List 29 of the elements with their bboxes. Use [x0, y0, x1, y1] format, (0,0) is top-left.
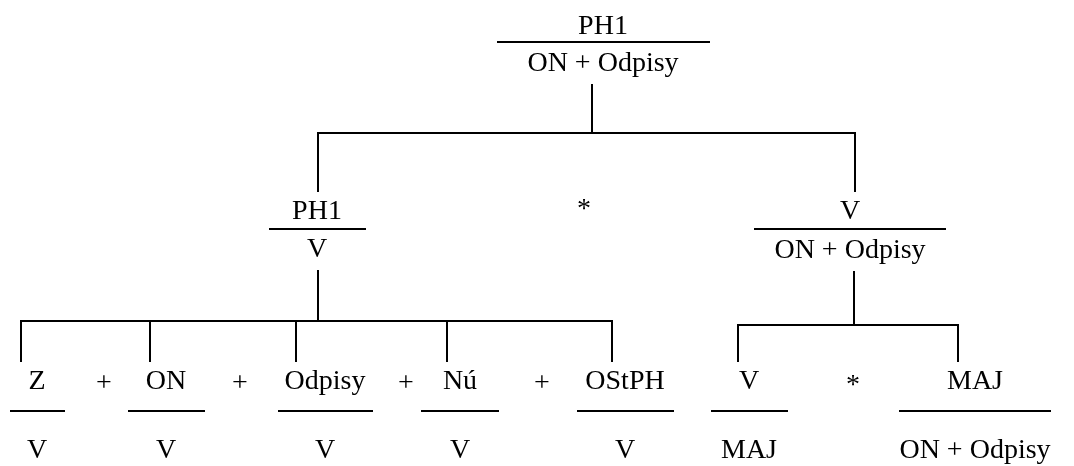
numerator-text: V	[738, 366, 760, 394]
operator-symbol: +	[232, 368, 248, 396]
denominator-text: V	[26, 435, 48, 463]
denominator-text: V	[449, 435, 471, 463]
denominator-text: ON + Odpisy	[899, 435, 1051, 463]
numerator-text: Z	[28, 366, 46, 394]
denominator-text: MAJ	[721, 435, 777, 463]
denominator-text: V	[306, 234, 328, 262]
numerator-text: OStPH	[585, 366, 665, 394]
denominator-text: ON + Odpisy	[527, 48, 679, 76]
operator-symbol: *	[577, 194, 591, 222]
connector-line	[853, 270, 959, 363]
numerator-text: PH1	[292, 196, 342, 224]
operator-symbol: +	[96, 368, 112, 396]
operator-symbol: +	[398, 368, 414, 396]
denominator-text: V	[314, 435, 336, 463]
connector-line	[317, 269, 613, 363]
operator-symbol: +	[534, 368, 550, 396]
numerator-text: Odpisy	[284, 366, 366, 394]
operator-symbol: *	[846, 370, 860, 398]
denominator-text: ON + Odpisy	[774, 235, 926, 263]
denominator-text: V	[614, 435, 636, 463]
denominator-text: V	[155, 435, 177, 463]
numerator-text: Nú	[442, 366, 478, 394]
connector-line	[591, 83, 856, 193]
numerator-text: MAJ	[947, 366, 1003, 394]
numerator-text: ON	[145, 366, 187, 394]
numerator-text: V	[839, 196, 861, 224]
numerator-text: PH1	[578, 11, 628, 39]
